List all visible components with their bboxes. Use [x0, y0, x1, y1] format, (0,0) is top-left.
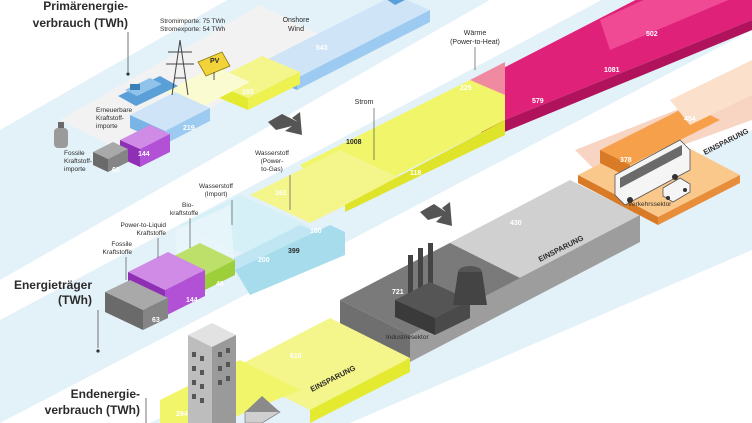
value-carrier-purple: 144 [186, 297, 198, 304]
value-primary-fossil: 63 [112, 167, 120, 174]
pv-label: PV [210, 58, 220, 65]
carrier-title-line1: Energieträger [14, 278, 92, 292]
value-carrier-lb2: 399 [288, 248, 300, 255]
car-icon [662, 177, 691, 203]
value-carrier-lb3: 100 [310, 228, 322, 235]
primary-fossil-block [93, 142, 128, 172]
renew-label-1: Erneuerbare [96, 107, 133, 114]
onshore-label-1: Onshore [283, 17, 310, 24]
p2g-label-2: (Power- [261, 158, 284, 165]
exports-label: Stromexporte: 54 TWh [160, 26, 226, 33]
bio-label-1: Bio- [182, 202, 194, 209]
value-225: 225 [460, 85, 472, 92]
final-title-line2: verbrauch (TWh) [45, 403, 140, 417]
factory-icon [395, 243, 487, 335]
fossil-label-3: importe [64, 166, 86, 173]
h2-import-label-2: (Import) [205, 191, 228, 198]
value-primary-purple: 144 [138, 151, 150, 158]
arrow-icon-primary [268, 112, 302, 135]
ship-icon [118, 76, 178, 106]
pylon-icon [166, 39, 194, 96]
value-carrier-fossil: 63 [152, 317, 160, 324]
h2-import-label-1: Wasserstoff [199, 183, 233, 190]
canister-icon [54, 122, 68, 148]
renew-label-3: importe [96, 123, 118, 130]
primary-title-line1: Primärenergie- [43, 0, 128, 13]
onshore-label-2: Wind [288, 26, 304, 33]
tower-building-icon [188, 323, 236, 423]
value-waerme-mid: 1081 [604, 67, 620, 74]
primary-title-line2: verbrauch (TWh) [33, 16, 128, 30]
value-building: 610 [290, 353, 302, 360]
fossil-label-1: Fossile [64, 150, 85, 157]
fossil-label-2: Kraftstoff- [64, 158, 92, 165]
carrier-title-line2: (TWh) [58, 293, 92, 307]
carrier-fossil-label-1: Fossile [111, 241, 132, 248]
arrow-icon-carrier [420, 202, 452, 226]
house-icon [244, 396, 281, 423]
value-traffic-saving: 454 [684, 116, 696, 123]
waerme-label-1: Wärme [464, 30, 487, 37]
carrier-fossil-label-2: Kraftstoffe [102, 249, 132, 256]
stripe-top [0, 0, 490, 280]
ptl-label-1: Power-to-Liquid [120, 222, 166, 229]
solar-panel-icon [197, 51, 231, 80]
value-strom: 1008 [346, 139, 362, 146]
carrier-fossil-block [105, 280, 168, 330]
bus-icon [614, 139, 691, 206]
waerme-label-2: (Power-to-Heat) [450, 39, 500, 46]
strom-label: Strom [355, 99, 374, 106]
imports-label: Stromimporte: 75 TWh [160, 18, 226, 25]
value-primary-pv: 193 [242, 89, 254, 96]
value-primary-renew: 219 [183, 125, 195, 132]
traffic-label: Verkehrssektor [628, 201, 672, 208]
primary-title-dot [126, 72, 130, 76]
value-industry-saving: 430 [510, 220, 522, 227]
ptl-label-2: Kraftstoffe [136, 230, 166, 237]
value-industry: 721 [392, 289, 404, 296]
value-strom-2: 118 [410, 170, 421, 177]
p2g-label-1: Wasserstoff [255, 150, 289, 157]
carrier-title-dot [96, 349, 100, 353]
value-carrier-lb1: 200 [258, 257, 270, 264]
strom-flow [250, 80, 505, 223]
industry-label: Industriesektor [386, 334, 429, 341]
value-waerme-low: 579 [532, 98, 544, 105]
value-traffic: 378 [620, 157, 632, 164]
bio-label-2: kraftstoffe [170, 210, 199, 217]
renew-label-2: Kraftstoff- [96, 115, 124, 122]
value-building-small: 294 [176, 411, 188, 418]
value-carrier-green: 48 [216, 281, 224, 288]
p2g-label-3: to-Gas) [261, 166, 283, 173]
final-title-line1: Endenergie- [71, 387, 140, 401]
value-primary-onshore: 543 [316, 45, 328, 52]
value-p2g: 161 [275, 190, 287, 197]
value-waerme-top: 502 [646, 31, 658, 38]
